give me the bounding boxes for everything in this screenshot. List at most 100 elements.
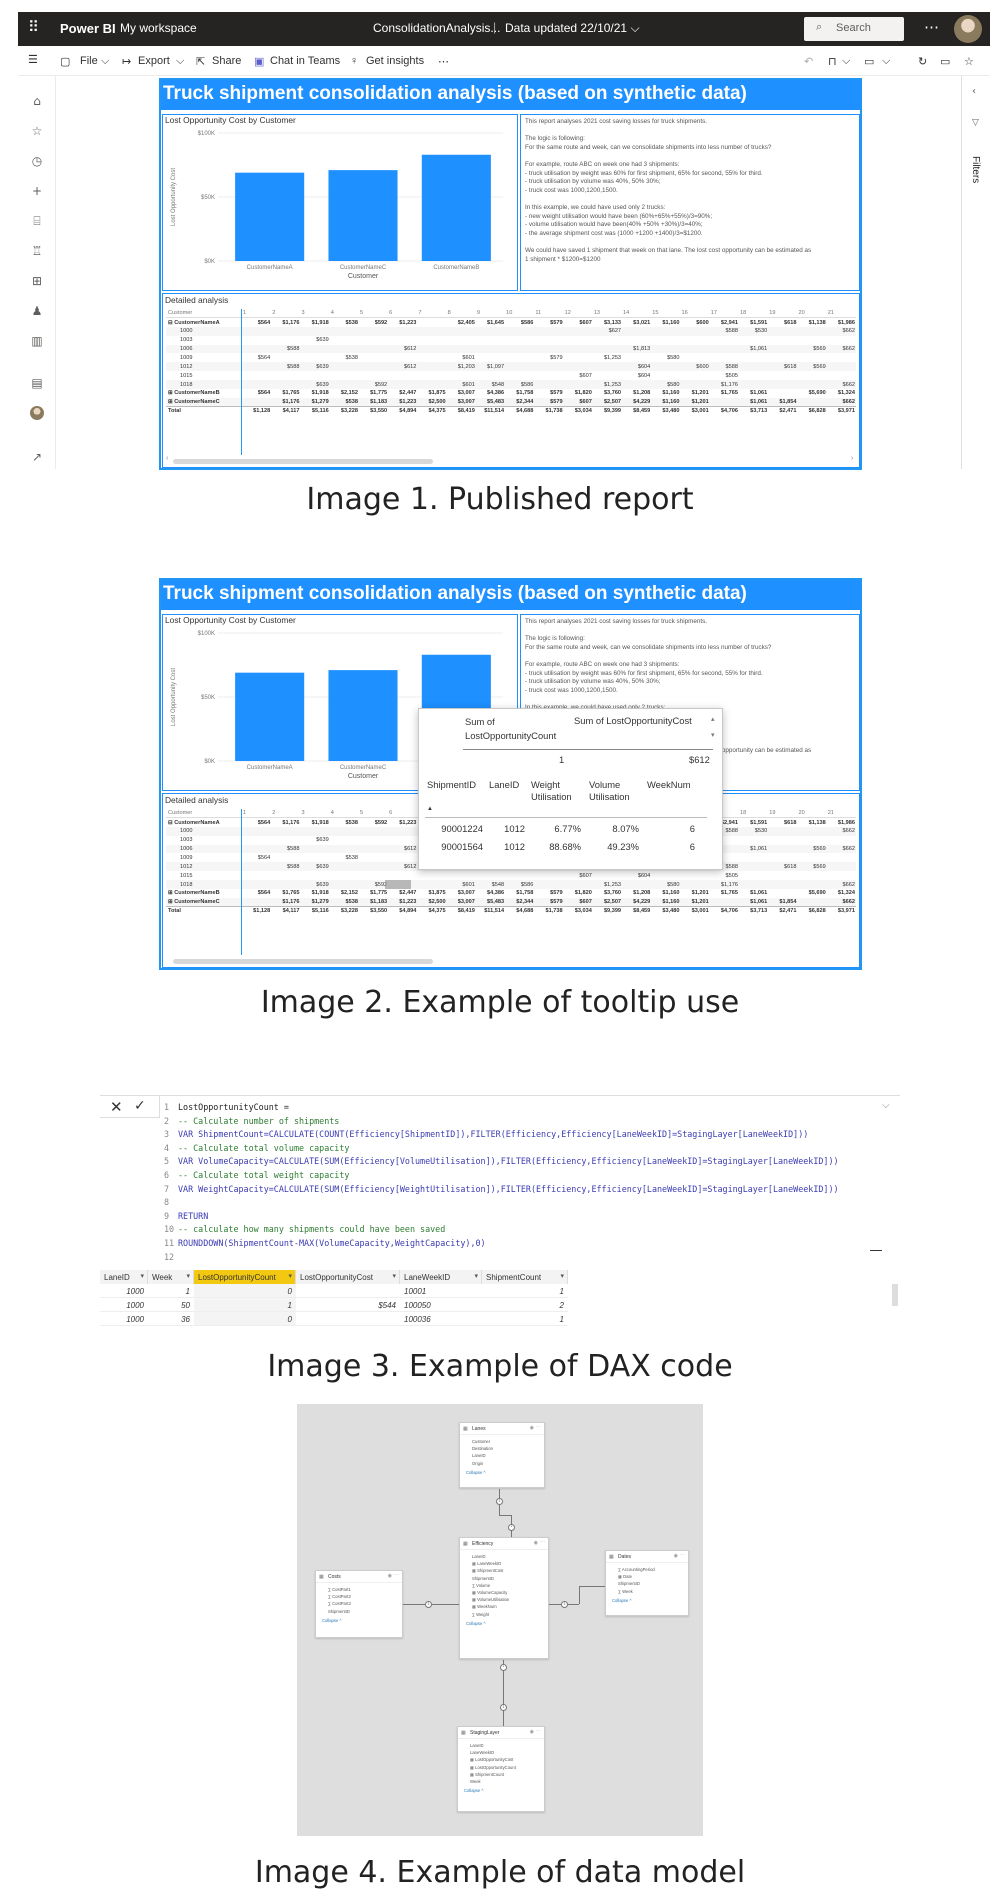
column-header[interactable]: 11	[534, 309, 564, 319]
model-field[interactable]: ▦ Date	[618, 1574, 632, 1580]
column-header[interactable]: Customer	[166, 309, 242, 319]
model-field[interactable]: ▦ WeekNum	[472, 1604, 497, 1610]
table-row[interactable]: 1003$639	[166, 336, 856, 345]
column-header[interactable]: 19	[768, 309, 798, 319]
table-row[interactable]: 1015$607$604$505	[166, 871, 856, 880]
model-field[interactable]: ▦ LaneWeekID	[472, 1561, 502, 1567]
grid-column-header[interactable]: LaneWeekID ▾	[400, 1270, 482, 1284]
model-field[interactable]: LaneID	[470, 1743, 484, 1748]
model-field[interactable]: LaneWeekID	[470, 1750, 495, 1756]
tooltip-column-header[interactable]: Volume Utilisation	[589, 779, 630, 802]
visibility-eye-icon[interactable]: ◉	[673, 1553, 678, 1559]
shared-icon[interactable]: ♟	[31, 304, 43, 318]
chevron-down-icon[interactable]: ⌵	[882, 1100, 890, 1111]
grid-cell[interactable]: 10001	[400, 1284, 482, 1298]
grid-column-header[interactable]: LaneID ▾	[100, 1270, 148, 1284]
model-field[interactable]: ▦ ShipmentCount	[470, 1771, 504, 1777]
column-header[interactable]: 1	[242, 809, 272, 819]
my-workspace-avatar-icon[interactable]	[30, 406, 44, 420]
table-row[interactable]: Total$1,128$4,117$5,116$3,228$3,550$4,89…	[166, 906, 856, 916]
horizontal-scrollbar[interactable]	[173, 959, 433, 964]
grid-cell[interactable]: 1	[194, 1298, 296, 1312]
scroll-left-icon[interactable]: ‹	[166, 455, 169, 462]
grid-column-header[interactable]: Week ▾	[148, 1270, 194, 1284]
column-header[interactable]: 8	[446, 309, 476, 319]
grid-cell[interactable]: 36	[148, 1312, 194, 1326]
share-button[interactable]: Share	[212, 55, 242, 67]
column-header[interactable]: 18	[738, 309, 769, 319]
column-header[interactable]: Customer	[166, 809, 242, 819]
refresh-icon[interactable]: ↻	[918, 56, 928, 68]
app-launcher-icon[interactable]: ⠿	[28, 19, 39, 36]
table-row[interactable]: Total$1,128$4,117$5,116$3,228$3,550$4,89…	[166, 406, 856, 416]
filters-pane[interactable]: ‹ ▽ Filters	[961, 76, 990, 469]
column-header[interactable]: 13	[592, 309, 623, 319]
tooltip-column-header[interactable]: Weight Utilisation	[531, 779, 572, 802]
column-header[interactable]: 10	[505, 309, 535, 319]
visibility-eye-icon[interactable]: ◉	[529, 1729, 534, 1735]
sort-ascending-icon[interactable]: ▲	[427, 806, 433, 812]
model-field[interactable]: ∑ CostPart1	[328, 1587, 351, 1592]
tooltip-column-header[interactable]: LaneID	[489, 779, 520, 790]
data-updated-dropdown[interactable]: Data updated 22/10/21 ⌵	[505, 21, 640, 36]
column-header[interactable]: 3	[300, 309, 330, 319]
table-row[interactable]: 1003$639	[166, 836, 856, 845]
column-header[interactable]: 1	[242, 309, 272, 319]
collapse-link[interactable]: Collapse ^	[464, 1788, 484, 1794]
grid-cell[interactable]: 1	[148, 1284, 194, 1298]
editor-collapse-icon[interactable]	[870, 1250, 882, 1251]
column-header[interactable]: 16	[680, 309, 710, 319]
favorites-icon[interactable]: ☆	[31, 124, 43, 138]
column-header[interactable]: 2	[271, 809, 301, 819]
scroll-up-icon[interactable]: ▴	[711, 716, 715, 723]
chevron-left-icon[interactable]: ‹	[972, 86, 976, 97]
collapse-nav-icon[interactable]: ☰	[28, 54, 38, 66]
column-header[interactable]: 5	[358, 809, 389, 819]
filter-dropdown-icon[interactable]: ▾	[474, 1273, 478, 1280]
get-insights-button[interactable]: Get insights	[366, 55, 425, 67]
model-field[interactable]: Destination	[472, 1446, 493, 1452]
grid-cell[interactable]: 0	[194, 1284, 296, 1298]
favorite-star-icon[interactable]: ☆	[964, 56, 974, 68]
filter-dropdown-icon[interactable]: ▾	[140, 1273, 144, 1280]
table-row[interactable]: 1012$588$639$612$1,203$1,097$604$600$588…	[166, 362, 856, 372]
learn-icon[interactable]: ▥	[31, 334, 43, 348]
grid-scrollbar[interactable]	[892, 1284, 898, 1306]
model-field[interactable]: ▦ ShipmentCost	[472, 1568, 504, 1574]
table-card-costs[interactable]: Costs ▦◉⋯∑ CostPart1∑ CostPart2∑ CostPar…	[315, 1570, 403, 1638]
model-field[interactable]: Week	[470, 1779, 481, 1784]
avatar[interactable]	[954, 15, 982, 43]
grid-cell[interactable]: 2	[482, 1298, 568, 1312]
view-icon[interactable]: ▭	[864, 56, 875, 68]
collapse-link[interactable]: Collapse ^	[466, 1620, 486, 1626]
column-header[interactable]: 6	[388, 809, 418, 819]
workspaces-icon[interactable]: ▤	[31, 376, 43, 390]
model-field[interactable]: ▦ LostOpportunityCost	[470, 1757, 514, 1763]
grid-cell[interactable]: 0	[194, 1312, 296, 1326]
workspace-link[interactable]: My workspace	[120, 21, 197, 35]
bookmark-icon[interactable]: ⊓	[828, 56, 837, 68]
model-field[interactable]: LaneID	[472, 1453, 486, 1459]
recent-icon[interactable]: ◷	[31, 154, 43, 168]
expand-arrow-icon[interactable]: ↗	[31, 450, 43, 464]
filter-dropdown-icon[interactable]: ▾	[560, 1273, 564, 1280]
grid-column-header[interactable]: LostOpportunityCost ▾	[296, 1270, 400, 1284]
column-header[interactable]: 19	[768, 809, 798, 819]
column-header[interactable]: 3	[300, 809, 330, 819]
table-row[interactable]: 1015$607$604$505	[166, 371, 856, 380]
file-menu-button[interactable]: File	[80, 55, 98, 67]
more-options-icon[interactable]: ⋯	[536, 1728, 541, 1734]
grid-cell[interactable]: 1000	[100, 1298, 148, 1312]
model-field[interactable]: Origin	[472, 1460, 484, 1466]
matrix-table[interactable]: Customer12345678910111213141516171819202…	[166, 809, 856, 916]
grid-cell[interactable]: 100036	[400, 1312, 482, 1326]
more-commands-icon[interactable]: ⋯	[438, 56, 449, 68]
tooltip-column-header[interactable]: WeekNum	[647, 779, 691, 790]
more-options-icon[interactable]: ⋯	[924, 19, 939, 36]
datasets-icon[interactable]: ⌸	[33, 214, 41, 228]
grid-column-header[interactable]: ShipmentCount ▾	[482, 1270, 568, 1284]
